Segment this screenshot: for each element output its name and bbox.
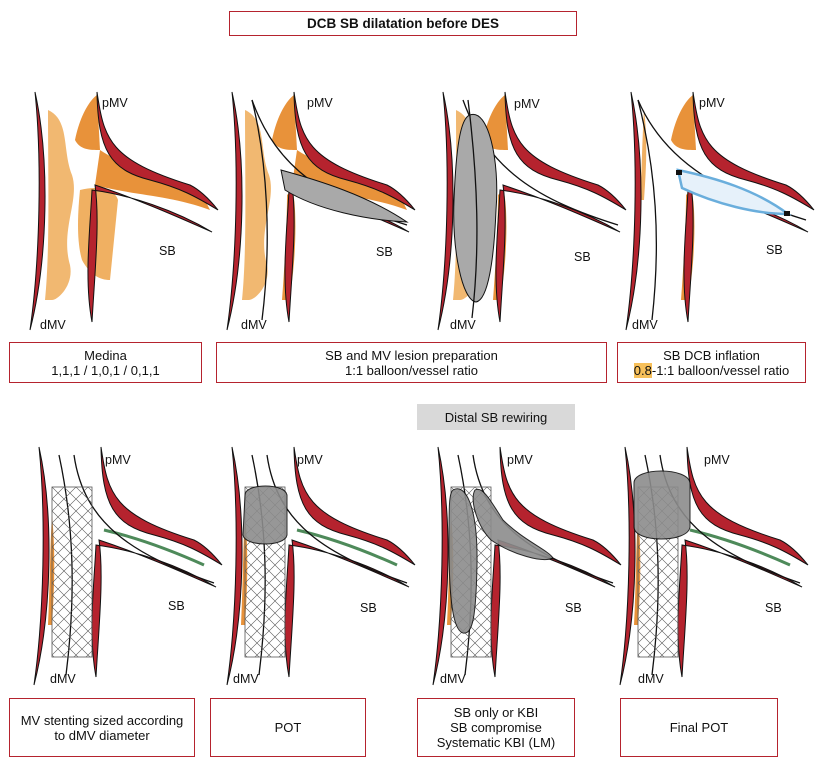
rewiring-text: Distal SB rewiring [444, 409, 548, 425]
caption-final-pot: Final POT [620, 698, 778, 757]
panel-dcb [625, 91, 815, 331]
wall-bottom [87, 184, 213, 323]
caption-medina-line2: 1,1,1 / 1,0,1 / 0,1,1 [51, 362, 160, 378]
label-dmv: dMV [632, 318, 658, 332]
panel-mv-balloon [437, 91, 627, 331]
dcb-balloon [676, 168, 792, 216]
rewiring-label: Distal SB rewiring [417, 404, 575, 430]
label-pmv: pMV [297, 453, 323, 467]
plaque-dmv [78, 188, 118, 280]
final-pot-balloon [633, 470, 691, 540]
caption-prep-line2: 1:1 balloon/vessel ratio [345, 362, 478, 378]
label-pmv: pMV [704, 453, 730, 467]
mv-stent [51, 486, 93, 658]
label-dmv: dMV [440, 672, 466, 686]
panel-medina [29, 91, 219, 331]
label-pmv: pMV [105, 453, 131, 467]
caption-dcb-line2: 0.8-1:1 balloon/vessel ratio [633, 362, 790, 378]
caption-final-pot-line1: Final POT [669, 720, 729, 735]
kbi-sb-balloon [472, 488, 554, 560]
ratio-highlight: 0.8 [633, 362, 652, 378]
caption-prep-line1: SB and MV lesion preparation [325, 347, 498, 363]
diagram-title: DCB SB dilatation before DES [229, 11, 577, 36]
plaque-pmv [75, 95, 100, 150]
label-sb: SB [168, 599, 185, 613]
label-sb: SB [574, 250, 591, 264]
label-pmv: pMV [507, 453, 533, 467]
label-dmv: dMV [40, 318, 66, 332]
wall-top [96, 91, 219, 211]
caption-kbi-line2: SB compromise [450, 720, 542, 735]
label-sb: SB [766, 243, 783, 257]
label-dmv: dMV [638, 672, 664, 686]
label-sb: SB [765, 601, 782, 615]
caption-pot-line1: POT [274, 720, 302, 735]
plaque-left [45, 110, 74, 300]
caption-kbi-line3: Systematic KBI (LM) [436, 735, 556, 750]
label-sb: SB [360, 601, 377, 615]
pot-balloon [242, 485, 288, 545]
title-text: DCB SB dilatation before DES [306, 16, 500, 31]
caption-dcb-line1: SB DCB inflation [663, 347, 760, 363]
caption-dcb: SB DCB inflation 0.8-1:1 balloon/vessel … [617, 342, 806, 383]
label-dmv: dMV [450, 318, 476, 332]
label-pmv: pMV [307, 96, 333, 110]
caption-mv-stent-line2: to dMV diameter [54, 727, 150, 743]
label-sb: SB [159, 244, 176, 258]
mv-balloon [453, 113, 498, 303]
label-pmv: pMV [699, 96, 725, 110]
sb-balloon [280, 169, 409, 223]
caption-mv-stent-line1: MV stenting sized according [20, 712, 184, 728]
kbi-mv-balloon [448, 488, 478, 634]
caption-dcb-line2-rest: -1:1 balloon/vessel ratio [651, 362, 790, 378]
label-dmv: dMV [241, 318, 267, 332]
label-sb: SB [376, 245, 393, 259]
label-pmv: pMV [102, 96, 128, 110]
caption-medina: Medina 1,1,1 / 1,0,1 / 0,1,1 [9, 342, 202, 383]
caption-medina-line1: Medina [84, 347, 127, 363]
caption-mv-stent: MV stenting sized according to dMV diame… [9, 698, 195, 757]
panel-prep [226, 91, 416, 331]
panel-pot [226, 446, 416, 686]
label-dmv: dMV [233, 672, 259, 686]
panel-mv-stent [33, 446, 223, 686]
caption-kbi: SB only or KBI SB compromise Systematic … [417, 698, 575, 757]
caption-pot: POT [210, 698, 366, 757]
panel-kbi [432, 446, 622, 686]
label-sb: SB [565, 601, 582, 615]
label-pmv: pMV [514, 97, 540, 111]
wall-left [29, 91, 46, 331]
caption-prep: SB and MV lesion preparation 1:1 balloon… [216, 342, 607, 383]
caption-kbi-line1: SB only or KBI [453, 705, 539, 720]
panel-final-pot [619, 446, 809, 686]
label-dmv: dMV [50, 672, 76, 686]
